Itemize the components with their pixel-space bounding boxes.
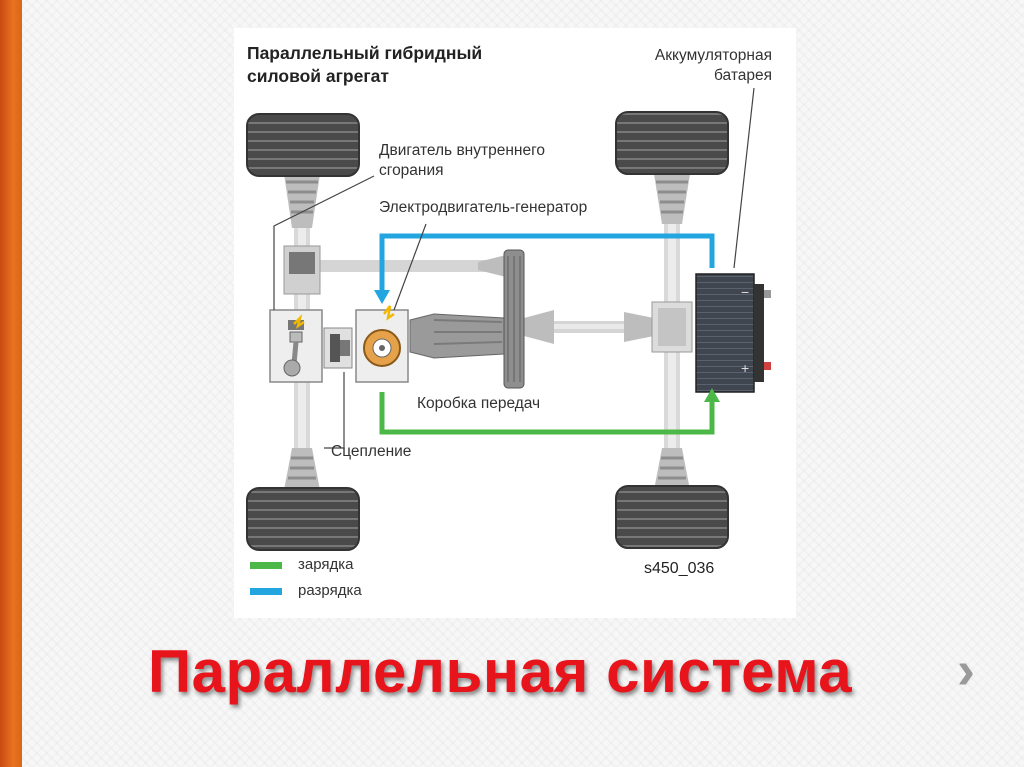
discharge-flow-path (374, 233, 715, 304)
gearbox-block (409, 249, 525, 389)
diagram-title: Параллельный гибридный силовой агрегат (247, 42, 547, 88)
diagram-title-line2: силовой агрегат (247, 66, 389, 86)
combustion-engine-block (269, 309, 323, 383)
battery-unit (695, 273, 771, 393)
clutch-label: Сцепление (331, 443, 412, 460)
cv-boot-rear-top (654, 174, 690, 224)
battery-minus-sign: − (741, 284, 750, 300)
front-differential (283, 245, 321, 295)
legend-swatch-discharge (250, 588, 282, 595)
motor-generator-label: Электродвигатель-генератор (379, 199, 588, 216)
cv-boot-front-left-top (284, 174, 320, 228)
motor-generator-block (355, 305, 409, 383)
cv-boot-rear-bottom (654, 448, 690, 490)
charge-flow-path (379, 388, 720, 435)
slide-accent-bar (0, 0, 22, 767)
clutch-unit (323, 327, 353, 369)
legend-label-discharge: разрядка (298, 582, 362, 599)
wheel-rear-right (615, 485, 729, 549)
battery-plus-sign: + (741, 360, 750, 376)
next-slide-chevron-icon[interactable]: › (957, 640, 975, 700)
battery-label: Аккумуляторная батарея (572, 46, 772, 86)
slide-title: Параллельная система (148, 638, 853, 705)
diagram-title-line1: Параллельный гибридный (247, 43, 483, 63)
battery-label-line1: Аккумуляторная (654, 47, 772, 64)
combustion-engine-label: Двигатель внутреннего сгорания (379, 141, 609, 181)
battery-label-line2: батарея (714, 67, 772, 84)
legend-label-charge: зарядка (298, 556, 354, 573)
legend-swatch-charge (250, 562, 282, 569)
wheel-rear-left (615, 111, 729, 175)
cv-boot-front-left-bottom (284, 448, 320, 490)
diagram-panel: Параллельный гибридный силовой агрегат А… (234, 28, 796, 618)
cv-boot-shaft-mid (524, 310, 554, 344)
cv-boot-shaft-rear (624, 312, 654, 342)
rear-differential (651, 301, 693, 353)
powertrain-diagram (246, 87, 771, 551)
callout-lines (273, 87, 755, 449)
wheel-front-right (246, 487, 360, 551)
combustion-engine-label-line1: Двигатель внутреннего (379, 142, 545, 159)
wheel-front-left (246, 113, 360, 177)
combustion-engine-label-line2: сгорания (379, 162, 444, 179)
gearbox-label: Коробка передач (417, 395, 541, 412)
figure-code: s450_036 (644, 560, 715, 577)
cv-boot-shaft-front (478, 254, 510, 278)
